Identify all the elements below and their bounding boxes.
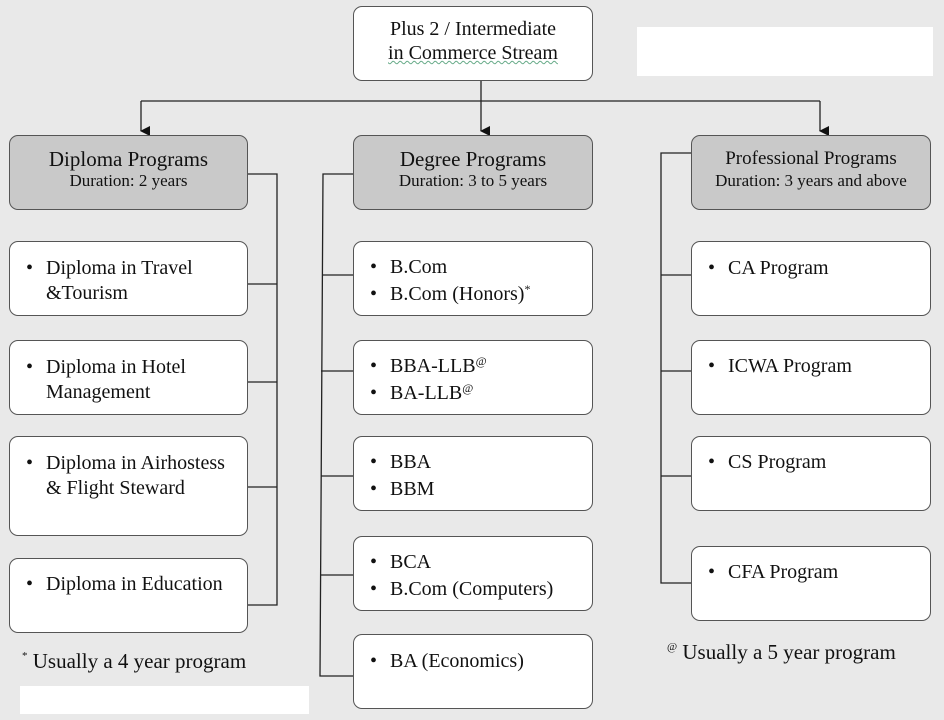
degree-item-3: BBA BBM [353,436,593,511]
program-label: B.Com [370,255,586,280]
program-label: B.Com (Computers) [370,577,586,602]
professional-duration: Duration: 3 years and above [715,171,907,190]
program-label: CS Program [708,450,924,475]
program-label: Diploma in Travel &Tourism [26,256,241,306]
program-label: ICWA Program [708,354,924,379]
diploma-item-1: Diploma in Travel &Tourism [9,241,248,316]
diploma-item-2: Diploma in Hotel Management [9,340,248,415]
diploma-item-3: Diploma in Airhostess & Flight Steward [9,436,248,536]
degree-item-4: BCA B.Com (Computers) [353,536,593,611]
program-label-ba-llb: BA-LLB@ [370,381,586,406]
footnote-mark: @ [462,381,474,395]
root-line-2: in Commerce Stream [388,42,558,64]
professional-header: Professional Programs Duration: 3 years … [691,135,931,210]
footnote-text: Usually a 4 year program [32,649,247,673]
professional-title: Professional Programs [725,148,897,169]
footnote-mark-star: * [22,650,28,662]
footnote-four-year: * Usually a 4 year program [22,649,246,673]
root-line-1: Plus 2 / Intermediate [389,18,557,40]
professional-item-2: ICWA Program [691,340,931,415]
program-label: BCA [370,550,586,575]
footnote-mark-at: @ [667,641,678,653]
degree-header: Degree Programs Duration: 3 to 5 years [353,135,593,210]
program-label: BA (Economics) [370,649,586,674]
diploma-duration: Duration: 2 years [69,171,188,190]
diploma-bracket [248,173,278,606]
footnote-five-year: @ Usually a 5 year program [667,640,896,664]
white-blotch-top-right [637,27,933,76]
diploma-header: Diploma Programs Duration: 2 years [9,135,248,210]
degree-item-2: BBA-LLB@ BA-LLB@ [353,340,593,415]
program-text: BA-LLB [390,382,463,404]
degree-item-5: BA (Economics) [353,634,593,709]
professional-item-1: CA Program [691,241,931,316]
diploma-title: Diploma Programs [48,147,209,171]
program-label-bba-llb: BBA-LLB@ [370,354,586,379]
program-label-honors: B.Com (Honors)* [370,282,586,307]
program-label: Diploma in Airhostess & Flight Steward [26,451,241,501]
degree-item-1: B.Com B.Com (Honors)* [353,241,593,316]
degree-bracket [319,173,353,677]
program-label: Diploma in Hotel Management [26,355,241,405]
footnote-mark: @ [475,354,487,368]
degree-title: Degree Programs [399,147,547,171]
professional-item-3: CS Program [691,436,931,511]
footnote-text: Usually a 5 year program [682,640,896,664]
professional-bracket [660,152,691,584]
professional-item-4: CFA Program [691,546,931,621]
root-node: Plus 2 / Intermediate in Commerce Stream [353,6,593,81]
footnote-mark: * [524,282,531,296]
diploma-item-4: Diploma in Education [9,558,248,633]
program-label: BBA [370,450,586,475]
degree-duration: Duration: 3 to 5 years [398,171,548,190]
program-label: CA Program [708,256,924,281]
program-label: BBM [370,477,586,502]
program-text: B.Com (Honors) [390,283,525,305]
program-text: BBA-LLB [390,355,476,377]
program-label: Diploma in Education [26,572,241,597]
white-blotch-bottom-left [20,686,309,714]
program-label: CFA Program [708,560,924,585]
